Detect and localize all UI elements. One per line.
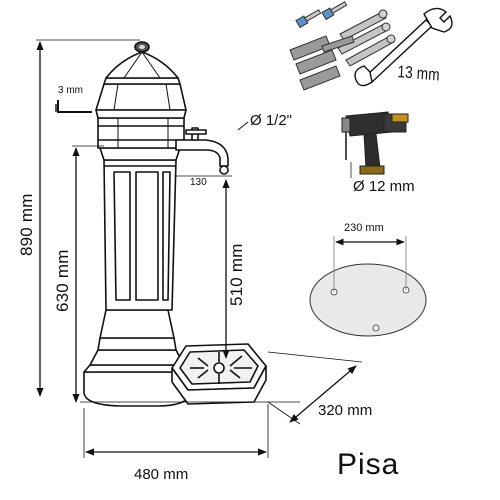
mounting-plate — [309, 236, 427, 337]
dim-tap-thread: Ø 1/2" — [250, 112, 293, 129]
hex-key-icon — [57, 100, 92, 113]
drill-bit-size: Ø 12 mm — [353, 178, 415, 195]
drill-icon — [341, 111, 409, 178]
dimension-lines — [36, 39, 363, 458]
fountain-drawing — [83, 41, 267, 407]
dim-total-height: 890 mm — [17, 193, 36, 256]
dim-spout-offset: 130 — [190, 177, 207, 188]
dim-line-base-depth — [289, 365, 357, 423]
bolt-spacing: 230 mm — [344, 222, 384, 234]
tap-spout — [175, 139, 229, 167]
dim-hex-key: 3 mm — [58, 85, 83, 96]
dim-tap-height: 630 mm — [53, 249, 72, 312]
product-name: Pisa — [337, 448, 400, 481]
dim-base-depth: 320 mm — [318, 402, 373, 419]
bolts-icon — [289, 1, 396, 91]
dim-base-width: 480 mm — [134, 466, 189, 483]
wrench-icon — [354, 7, 453, 87]
dim-spout-clearance: 510 mm — [227, 243, 246, 306]
wrench-size: 13 mm — [396, 62, 441, 85]
